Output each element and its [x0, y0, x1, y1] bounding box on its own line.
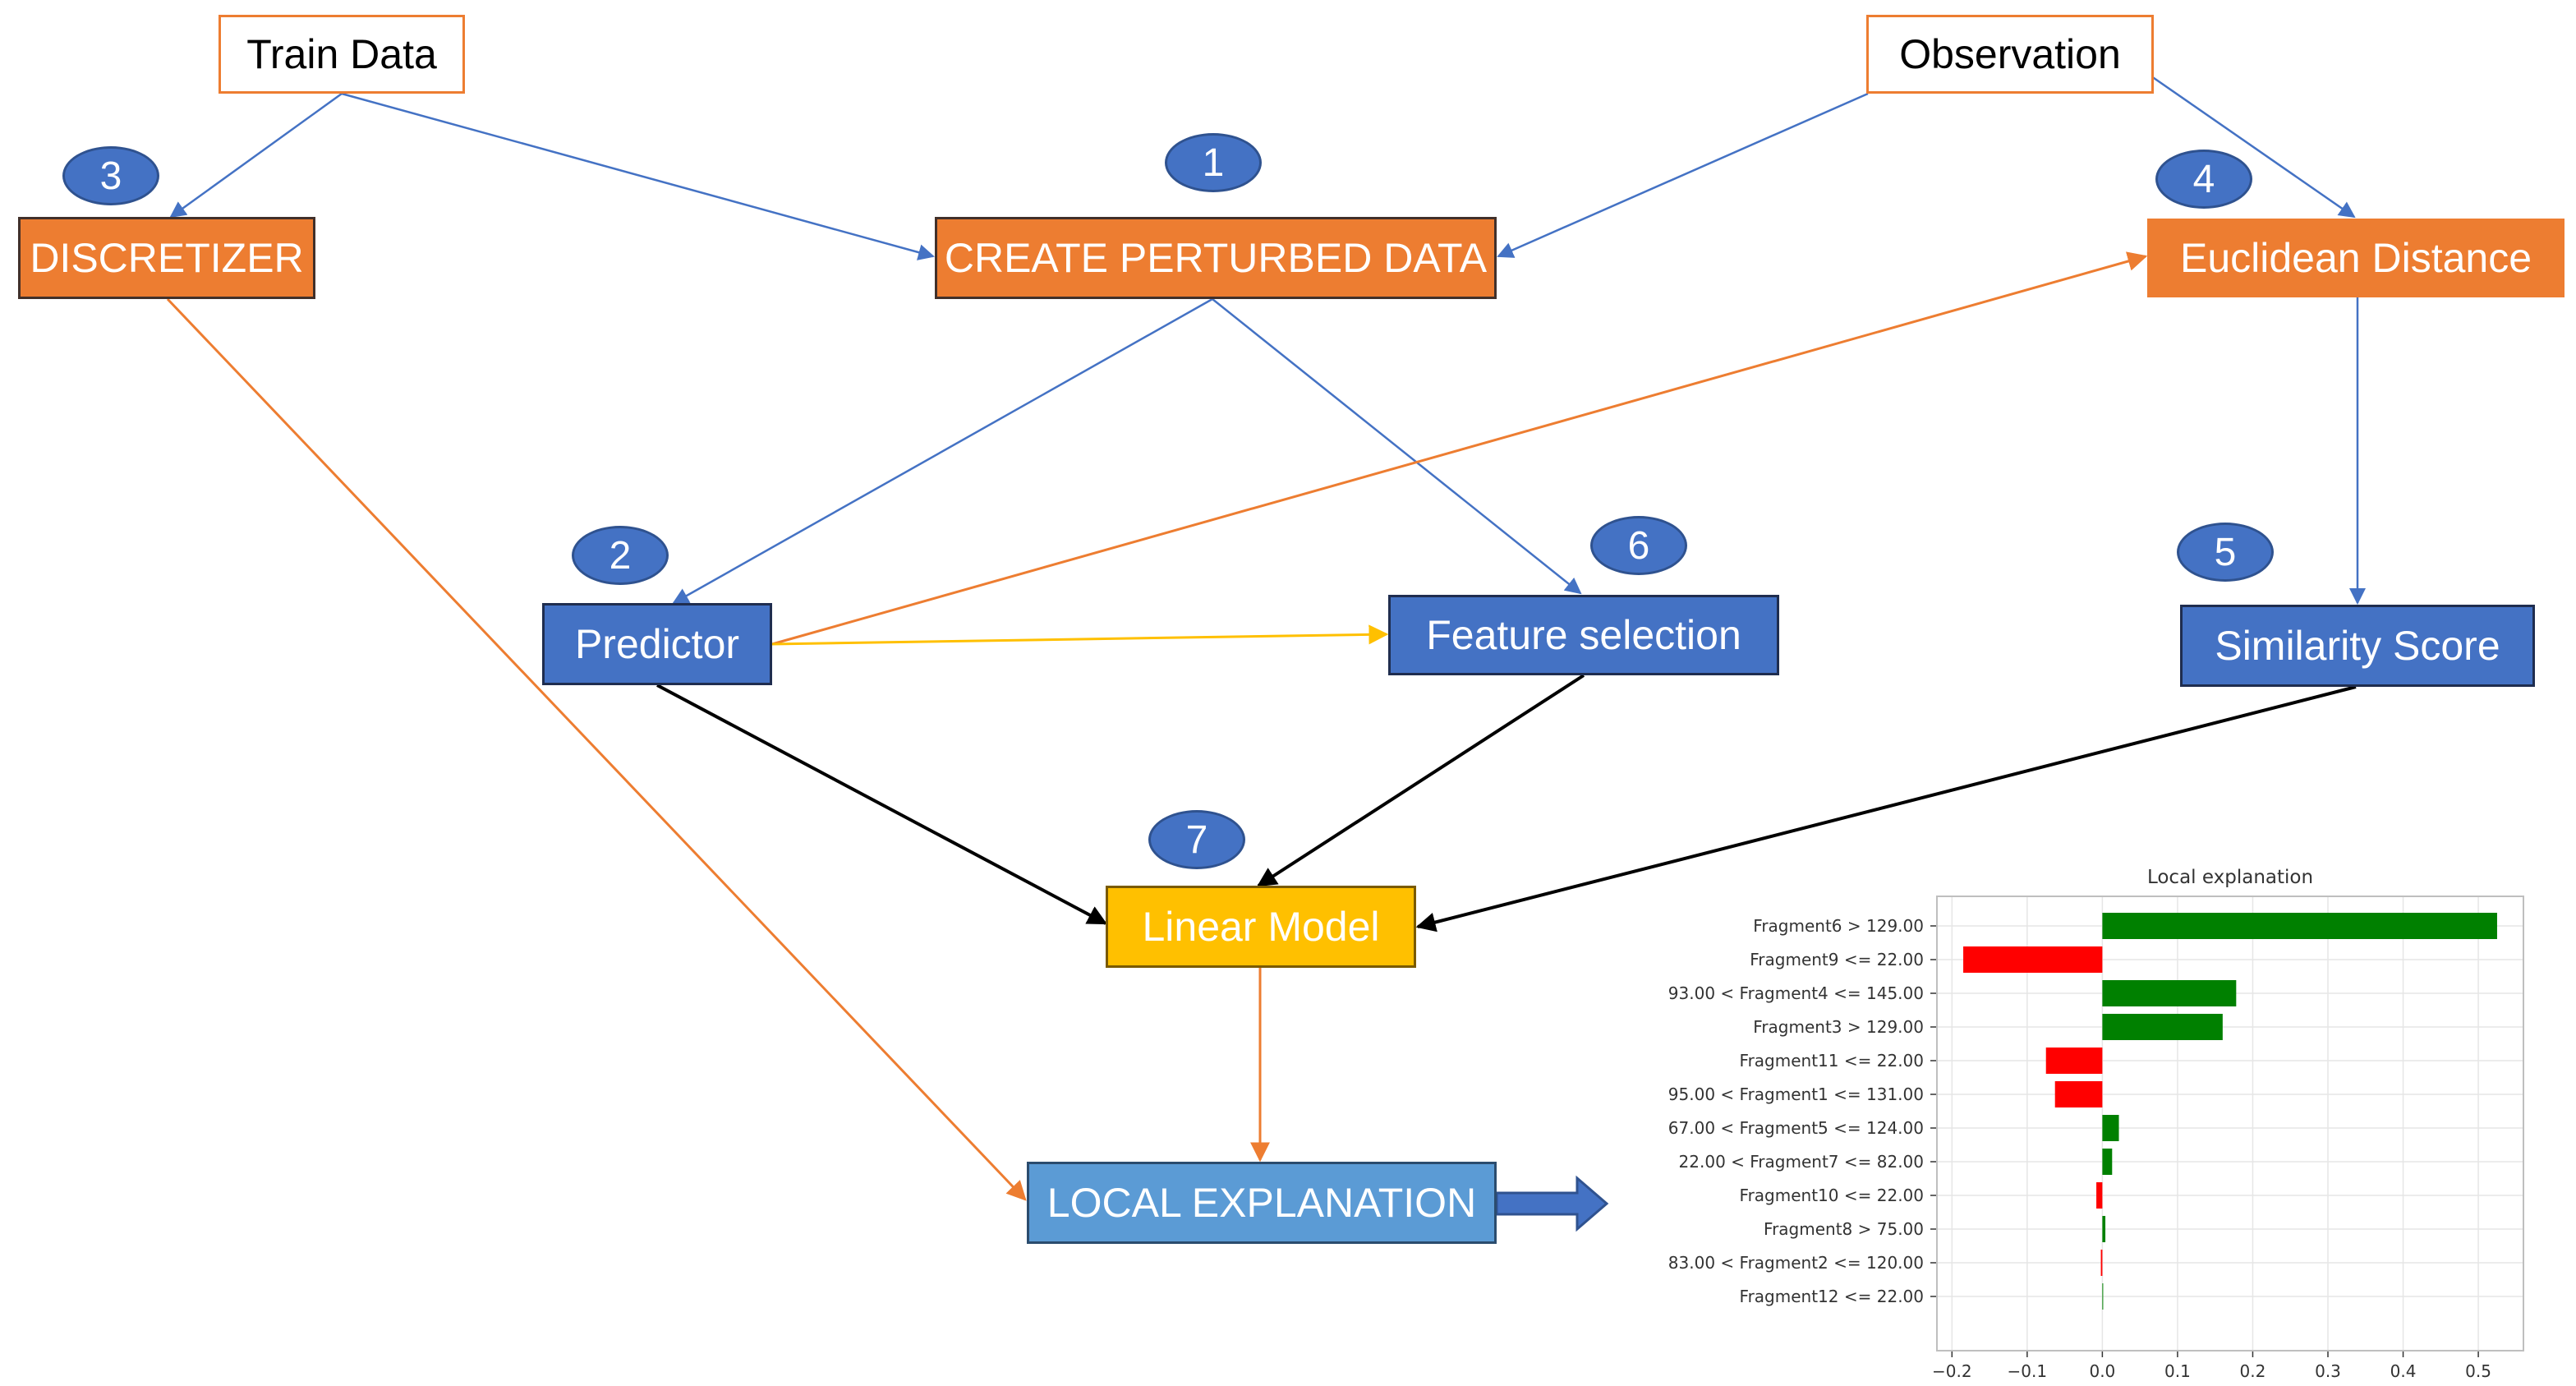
- bar-7: [2102, 1115, 2119, 1141]
- y-tick-label: Fragment3 > 129.00: [1753, 1017, 1924, 1037]
- chart-title: Local explanation: [2147, 867, 2313, 888]
- x-tick-label: 0.3: [2315, 1361, 2341, 1381]
- x-tick-label: 0.4: [2390, 1361, 2417, 1381]
- edge-create-perturbed-to-feature-selection: [1212, 298, 1582, 595]
- y-tick-label: Fragment10 <= 22.00: [1740, 1186, 1924, 1205]
- y-tick-label: 22.00 < Fragment7 <= 82.00: [1679, 1152, 1924, 1172]
- bar-12: [2102, 1283, 2104, 1310]
- edge-feature-selection-to-linear-model: [1256, 674, 1585, 887]
- bar-3: [2102, 980, 2237, 1006]
- x-tick-label: −0.2: [1932, 1361, 1972, 1381]
- edge-observation-to-euclidean: [2145, 71, 2356, 219]
- local-explanation-chart: Local explanation Fragment6 > 129.00Frag…: [1668, 867, 2524, 1381]
- step-badge-6: 6: [1590, 516, 1687, 575]
- predictor-node: Predictor: [542, 603, 772, 685]
- step-badge-3: 3: [62, 146, 159, 205]
- chart-x-ticks: −0.2 −0.1 0.0 0.1 0.2 0.3 0.4 0.5: [1932, 1351, 2491, 1381]
- bar-1: [2102, 913, 2497, 939]
- bar-9: [2096, 1182, 2103, 1209]
- y-tick-label: Fragment11 <= 22.00: [1740, 1051, 1924, 1071]
- chart-bars: [1963, 913, 2497, 1310]
- y-tick-label: Fragment12 <= 22.00: [1740, 1287, 1924, 1306]
- edge-create-perturbed-to-predictor: [672, 297, 1213, 605]
- step-badge-2: 2: [572, 526, 669, 585]
- edge-train-data-to-discretizer: [169, 92, 343, 219]
- similarity-score-node: Similarity Score: [2180, 605, 2535, 687]
- y-tick-label: 95.00 < Fragment1 <= 131.00: [1668, 1084, 1924, 1104]
- output-arrow: [1495, 1175, 1609, 1232]
- create-perturbed-data-node: CREATE PERTURBED DATA: [935, 217, 1497, 299]
- bar-10: [2102, 1216, 2106, 1242]
- plot-frame: [1936, 896, 2524, 1351]
- bar-4: [2102, 1014, 2223, 1040]
- edge-observation-to-create-perturbed: [1497, 92, 1869, 258]
- bar-2: [1963, 946, 2103, 973]
- y-tick-label: Fragment8 > 75.00: [1764, 1219, 1924, 1239]
- y-tick-label: Fragment9 <= 22.00: [1750, 950, 1924, 969]
- x-tick-label: 0.5: [2465, 1361, 2491, 1381]
- local-explanation-node: LOCAL EXPLANATION: [1027, 1162, 1497, 1244]
- step-badge-5: 5: [2177, 523, 2274, 582]
- bar-11: [2100, 1250, 2103, 1276]
- x-tick-label: −0.1: [2008, 1361, 2048, 1381]
- linear-model-node: Linear Model: [1106, 886, 1416, 968]
- step-badge-7: 7: [1148, 810, 1245, 869]
- bar-8: [2102, 1149, 2113, 1175]
- bar-5: [2045, 1048, 2103, 1074]
- euclidean-distance-node: Euclidean Distance: [2147, 219, 2564, 297]
- x-tick-label: 0.1: [2164, 1361, 2191, 1381]
- y-tick-label: Fragment6 > 129.00: [1753, 916, 1924, 936]
- train-data-node: Train Data: [218, 15, 465, 94]
- edge-predictor-to-euclidean: [771, 251, 2148, 646]
- step-badge-4: 4: [2155, 150, 2252, 209]
- x-tick-label: 0.2: [2240, 1361, 2266, 1381]
- bar-6: [2054, 1081, 2103, 1107]
- edge-predictor-to-linear-model: [656, 684, 1108, 925]
- discretizer-node: DISCRETIZER: [18, 217, 315, 299]
- step-badge-1: 1: [1165, 133, 1262, 192]
- feature-selection-node: Feature selection: [1388, 595, 1779, 675]
- y-tick-label: 93.00 < Fragment4 <= 145.00: [1668, 983, 1924, 1003]
- edge-train-data-to-create-perturbed: [341, 92, 935, 260]
- y-tick-label: 83.00 < Fragment2 <= 120.00: [1668, 1253, 1924, 1273]
- edge-predictor-to-feature-selection: [771, 624, 1389, 646]
- observation-node: Observation: [1866, 15, 2154, 94]
- x-tick-label: 0.0: [2089, 1361, 2115, 1381]
- edge-similarity-to-linear-model: [1415, 685, 2357, 932]
- edge-layer: [166, 71, 2366, 1201]
- y-tick-label: 67.00 < Fragment5 <= 124.00: [1668, 1118, 1924, 1138]
- edge-discretizer-to-local-explanation: [166, 297, 1027, 1201]
